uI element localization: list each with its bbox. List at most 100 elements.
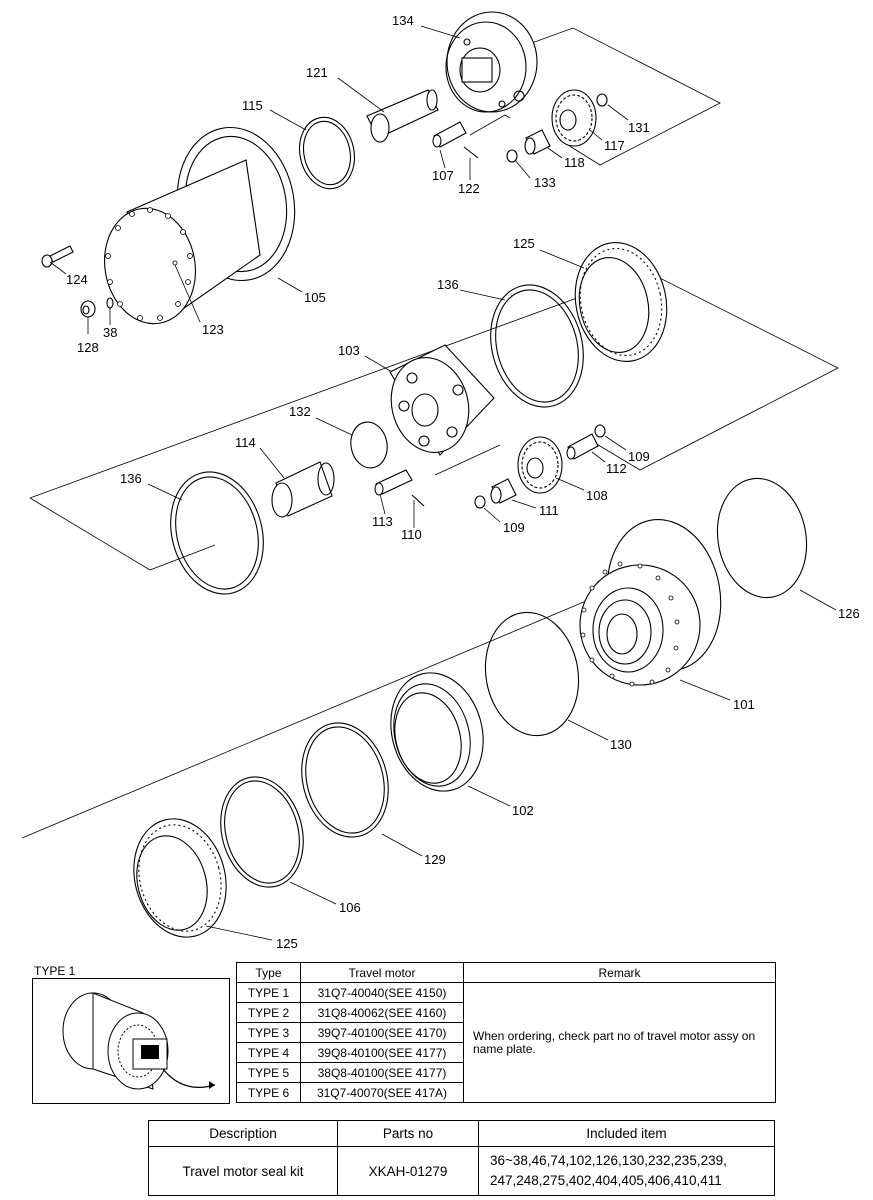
table-row: TYPE 6 31Q7-40070(SEE 417A) — [236, 1082, 776, 1103]
callout-107: 107 — [432, 168, 454, 183]
callout-109-lower: 109 — [503, 520, 525, 535]
included-line-1: 36~38,46,74,102,126,130,232,235,239, — [490, 1153, 727, 1168]
type-cell: TYPE 2 — [236, 1002, 301, 1023]
part-125-bearing-upper — [574, 242, 668, 362]
callout-112: 112 — [606, 461, 627, 476]
kit-description: Travel motor seal kit — [148, 1146, 338, 1196]
part-115-ring — [298, 116, 356, 190]
callout-105: 105 — [304, 290, 326, 305]
callout-38: 38 — [103, 325, 117, 340]
part-114-gear-shaft — [271, 461, 335, 518]
part-136-disc-upper — [490, 284, 584, 408]
part-126-oring — [716, 477, 808, 599]
part-121-shaft — [366, 89, 439, 143]
callout-111: 111 — [539, 503, 559, 518]
part-128-plug — [80, 300, 96, 318]
col-description: Description — [148, 1120, 338, 1147]
callout-121: 121 — [306, 65, 328, 80]
type-cell: TYPE 1 — [236, 982, 301, 1003]
table-row: Travel motor seal kit XKAH-01279 36~38,4… — [148, 1146, 775, 1196]
part-117-gear — [551, 89, 597, 147]
type-cell: TYPE 6 — [236, 1082, 301, 1103]
col-travel-motor: Travel motor — [300, 962, 464, 983]
col-included-item: Included item — [478, 1120, 775, 1147]
callout-102: 102 — [512, 803, 534, 818]
callout-130: 130 — [610, 737, 632, 752]
part-102-floating-seal — [390, 672, 484, 792]
part-125-bearing-lower — [133, 818, 227, 938]
part-124-bolt — [41, 245, 74, 268]
type1-label: TYPE 1 — [34, 964, 76, 978]
callout-101: 101 — [733, 697, 755, 712]
part-109-washer-upper — [594, 424, 606, 438]
callout-125-upper: 125 — [513, 236, 535, 251]
callout-103: 103 — [338, 343, 360, 358]
kit-parts-no: XKAH-01279 — [337, 1146, 479, 1196]
table-row: TYPE 1 31Q7-40040(SEE 4150) When orderin… — [236, 982, 776, 1103]
type-cell: TYPE 4 — [236, 1042, 301, 1063]
table-row: TYPE 2 31Q8-40062(SEE 4160) — [236, 1002, 776, 1023]
remark-cell: When ordering, check part no of travel m… — [463, 982, 776, 1103]
included-line-2: 247,248,275,402,404,405,406,410,411 — [490, 1173, 722, 1188]
part-112-pin — [566, 433, 599, 460]
callout-128: 128 — [77, 340, 99, 355]
callout-123: 123 — [202, 322, 224, 337]
motor-cell: 31Q8-40062(SEE 4160) — [300, 1002, 464, 1023]
type-cell: TYPE 5 — [236, 1062, 301, 1083]
col-remark: Remark — [463, 962, 776, 983]
callout-134: 134 — [392, 13, 414, 28]
type-cell: TYPE 3 — [236, 1022, 301, 1043]
callout-126: 126 — [838, 606, 860, 621]
part-113-pin — [374, 469, 425, 507]
part-109-washer-lower — [474, 495, 486, 509]
part-133-washer — [506, 149, 518, 163]
part-132-ring — [350, 421, 388, 469]
seal-kit-table: Description Parts no Included item Trave… — [148, 1120, 775, 1196]
part-136-disc-lower — [170, 471, 264, 595]
callout-124: 124 — [66, 272, 88, 287]
callout-106: 106 — [339, 900, 361, 915]
travel-motor-type-table: Type Travel motor Remark TYPE 1 31Q7-400… — [236, 962, 776, 1103]
part-101-hub — [579, 518, 722, 687]
exploded-parts-diagram: 134 121 115 131 117 118 133 107 122 124 … — [21, 11, 860, 951]
callout-118: 118 — [564, 155, 585, 170]
motor-cell: 31Q7-40040(SEE 4150) — [300, 982, 464, 1003]
part-129-ring — [301, 722, 389, 838]
part-131-washer — [596, 93, 608, 107]
callout-129: 129 — [424, 852, 446, 867]
callouts: 134 121 115 131 117 118 133 107 122 124 … — [66, 13, 860, 951]
col-type: Type — [236, 962, 301, 983]
callout-114: 114 — [235, 435, 256, 450]
part-134-carrier — [445, 11, 538, 113]
callout-122: 122 — [458, 181, 480, 196]
callout-125-lower: 125 — [276, 936, 298, 951]
callout-110: 110 — [401, 527, 422, 542]
callout-108: 108 — [586, 488, 608, 503]
callout-132: 132 — [289, 404, 311, 419]
callout-133: 133 — [534, 175, 556, 190]
callout-131: 131 — [628, 120, 650, 135]
part-105-housing — [104, 126, 296, 325]
part-107-pin — [432, 121, 479, 159]
type1-illustration — [32, 978, 230, 1104]
kit-included-items: 36~38,46,74,102,126,130,232,235,239, 247… — [478, 1146, 775, 1196]
callout-115: 115 — [242, 98, 263, 113]
motor-cell: 39Q7-40100(SEE 4170) — [300, 1022, 464, 1043]
part-103-carrier — [389, 344, 495, 456]
part-118-bearing — [524, 129, 551, 155]
callout-136-upper: 136 — [437, 277, 459, 292]
travel-motor-thumbnail — [62, 992, 216, 1090]
col-parts-no: Parts no — [337, 1120, 479, 1147]
callout-109-upper: 109 — [628, 449, 650, 464]
motor-cell: 31Q7-40070(SEE 417A) — [300, 1082, 464, 1103]
leader-lines — [49, 25, 837, 941]
callout-113: 113 — [372, 514, 393, 529]
part-38-oring — [106, 297, 114, 309]
part-111-bearing — [490, 478, 517, 504]
table-row: TYPE 4 39Q8-40100(SEE 4177) — [236, 1042, 776, 1063]
type-table-header: Type Travel motor Remark — [236, 962, 776, 983]
motor-cell: 38Q8-40100(SEE 4177) — [300, 1062, 464, 1083]
part-106-ring — [220, 776, 304, 888]
callout-136-lower: 136 — [120, 471, 142, 486]
kit-table-header: Description Parts no Included item — [148, 1120, 775, 1147]
